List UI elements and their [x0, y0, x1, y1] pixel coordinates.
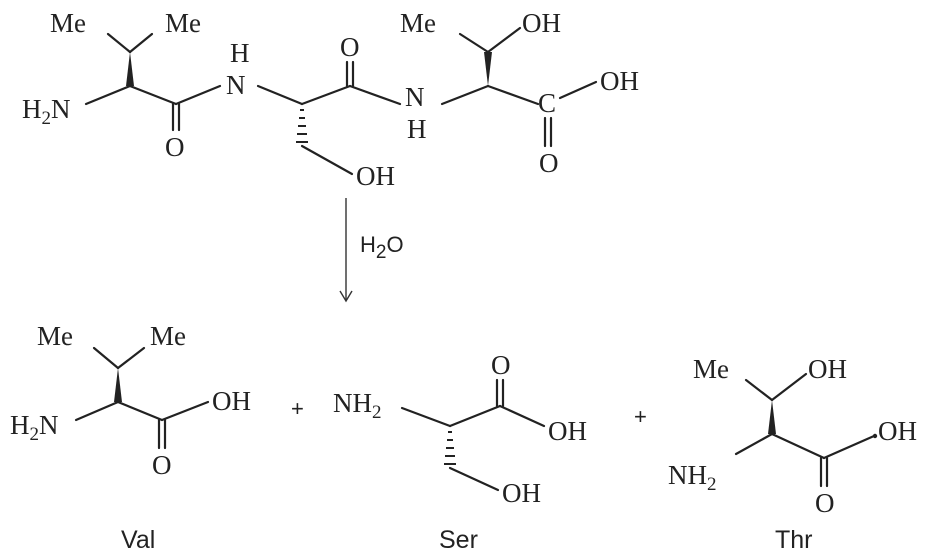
thr-hydroxyl-label: OH: [522, 8, 561, 38]
bond: [128, 84, 178, 106]
bond: [822, 434, 876, 460]
bond: [400, 406, 452, 428]
thr-hydroxyl-label: OH: [808, 354, 847, 384]
stereo-wedge: [114, 368, 122, 402]
thr-methyl-label: Me: [400, 8, 436, 38]
bond: [92, 346, 120, 370]
carbonyl-oxygen-label: O: [340, 32, 360, 62]
product-valine: Me Me H2N O OH Val: [10, 321, 251, 554]
val-methyl-label-2: Me: [150, 321, 186, 351]
bond: [74, 400, 120, 422]
carboxyl-carbon-label: C: [538, 88, 556, 118]
carboxyl-hydroxyl-label: OH: [212, 386, 251, 416]
thr-amine-label: NH2: [668, 460, 717, 495]
bond: [744, 378, 774, 402]
bond: [116, 346, 146, 370]
stereo-hash: [444, 431, 456, 465]
carbonyl-oxygen-label: O: [165, 132, 185, 162]
carboxyl-hydroxyl-label: OH: [878, 416, 917, 446]
stereo-wedge: [768, 400, 776, 434]
bond: [558, 80, 598, 100]
bond: [498, 404, 546, 428]
product-name-thr: Thr: [775, 526, 813, 554]
ser-hydroxyl-label: OH: [356, 161, 395, 191]
bond: [256, 84, 304, 106]
product-name-val: Val: [121, 526, 155, 554]
val-methyl-label-1: Me: [50, 8, 86, 38]
product-threonine: Me OH NH2 O OH Thr: [668, 354, 917, 554]
bond: [770, 432, 826, 460]
val-amine-label: H2N: [10, 410, 59, 445]
carboxyl-oxygen-label: O: [152, 450, 172, 480]
amide-hydrogen-label: H: [407, 114, 427, 144]
amide-hydrogen-label: H: [230, 38, 250, 68]
bond: [84, 84, 132, 106]
stereo-wedge: [126, 52, 134, 86]
carboxyl-hydroxyl-label: OH: [548, 416, 587, 446]
product-serine: NH2 OH O OH Ser: [333, 350, 587, 554]
bond: [486, 26, 522, 54]
reaction-arrow: H2O: [339, 198, 404, 303]
bond: [348, 84, 402, 106]
bond: [128, 32, 154, 54]
amide-nitrogen-label: N: [405, 82, 425, 112]
amide-nitrogen-label: N: [226, 70, 246, 100]
bond: [770, 372, 808, 402]
tripeptide-reactant: Me Me H2N O H N OH O N H: [22, 8, 639, 191]
bond: [160, 400, 210, 422]
reagent-label: H2O: [360, 232, 404, 263]
val-methyl-label-1: Me: [37, 321, 73, 351]
bond: [174, 84, 222, 106]
val-methyl-label-2: Me: [165, 8, 201, 38]
carboxyl-oxygen-label: O: [815, 488, 835, 518]
bond: [448, 466, 500, 492]
product-name-ser: Ser: [439, 526, 478, 554]
carboxyl-oxygen-label: O: [539, 148, 559, 178]
bond: [448, 404, 502, 428]
bond: [486, 84, 540, 106]
plus-sign: +: [291, 396, 304, 421]
ser-amine-label: NH2: [333, 388, 382, 423]
bond: [300, 144, 354, 176]
thr-methyl-label: Me: [693, 354, 729, 384]
carboxyl-hydroxyl-label: OH: [600, 66, 639, 96]
bond: [440, 84, 490, 106]
val-amine-label: H2N: [22, 94, 71, 129]
bond: [300, 84, 352, 106]
carboxyl-oxygen-label: O: [491, 350, 511, 380]
bond-dot: [872, 433, 878, 439]
bond: [106, 32, 132, 54]
bond: [458, 32, 490, 54]
stereo-wedge: [484, 52, 492, 86]
stereo-hash: [296, 109, 308, 143]
arrow-head-icon: [339, 290, 353, 303]
ser-hydroxyl-label: OH: [502, 478, 541, 508]
bond: [116, 400, 164, 422]
plus-sign: +: [634, 404, 647, 429]
bond: [734, 432, 774, 456]
